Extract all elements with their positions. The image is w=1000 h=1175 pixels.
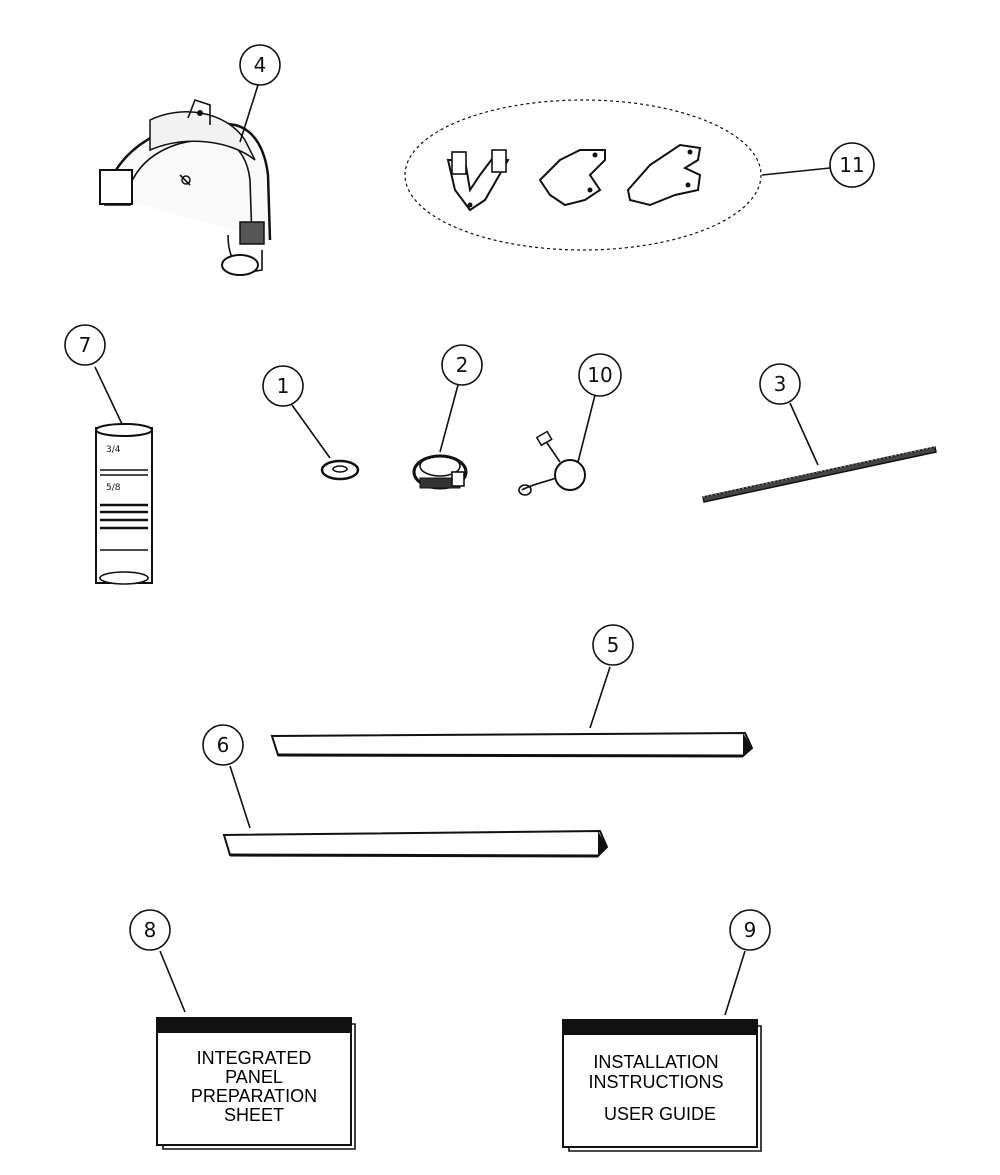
part-1-washer <box>320 459 360 481</box>
panel-sheet-line-3: PREPARATION <box>191 1086 317 1106</box>
leader-2 <box>439 384 459 453</box>
leader-9 <box>724 950 746 1016</box>
part-2-hose-clamp <box>412 454 468 490</box>
part-4-hose-loop <box>99 99 272 276</box>
part-6-short-strip <box>222 829 609 858</box>
callout-5: 5 <box>592 624 634 666</box>
callout-6: 6 <box>202 724 244 766</box>
callout-8: 8 <box>129 909 171 951</box>
leader-4 <box>239 84 259 143</box>
part-5-long-strip <box>270 731 754 758</box>
panel-sheet-line-4: SHEET <box>224 1105 284 1125</box>
callout-3-label: 3 <box>774 372 787 396</box>
callout-10-label: 10 <box>587 363 612 387</box>
leader-6 <box>229 765 251 829</box>
leader-11 <box>761 167 831 176</box>
install-guide-line-1: INSTALLATION <box>593 1052 718 1072</box>
part-8-panel-preparation-sheet: INTEGRATED PANEL PREPARATION SHEET <box>156 1017 356 1150</box>
panel-sheet-line-1: INTEGRATED <box>197 1048 312 1068</box>
part-3-threaded-rod <box>702 446 937 503</box>
part-10-hose-clip <box>518 430 586 496</box>
callout-2: 2 <box>441 344 483 386</box>
leader-7 <box>94 366 123 425</box>
callout-5-label: 5 <box>607 633 620 657</box>
install-guide-line-3: USER GUIDE <box>604 1104 716 1124</box>
callout-11-label: 11 <box>839 153 864 177</box>
panel-sheet-line-2: PANEL <box>225 1067 283 1087</box>
callout-4-label: 4 <box>254 53 267 77</box>
leader-3 <box>789 402 819 466</box>
leader-5 <box>589 666 611 729</box>
install-guide-line-2: INSTRUCTIONS <box>589 1072 724 1092</box>
svg-text:3/4: 3/4 <box>106 445 121 455</box>
callout-1: 1 <box>262 365 304 407</box>
leader-1 <box>291 404 331 459</box>
callout-4: 4 <box>239 44 281 86</box>
callout-3: 3 <box>759 363 801 405</box>
callout-7: 7 <box>64 324 106 366</box>
part-11-group-outline <box>404 99 762 251</box>
callout-1-label: 1 <box>277 374 290 398</box>
callout-7-label: 7 <box>79 333 92 357</box>
svg-text:5/8: 5/8 <box>106 483 121 493</box>
callout-2-label: 2 <box>456 353 469 377</box>
callout-6-label: 6 <box>217 733 230 757</box>
callout-9-label: 9 <box>744 918 757 942</box>
callout-10: 10 <box>578 353 622 397</box>
leader-10 <box>577 394 596 463</box>
callout-9: 9 <box>729 909 771 951</box>
callout-11: 11 <box>829 142 875 188</box>
part-9-installation-user-guide: INSTALLATION INSTRUCTIONS USER GUIDE <box>562 1019 762 1152</box>
callout-8-label: 8 <box>144 918 157 942</box>
leader-8 <box>159 950 186 1013</box>
part-7-adapter-sleeve: 3/4 5/8 <box>95 423 153 585</box>
part-11-brackets <box>446 143 702 212</box>
